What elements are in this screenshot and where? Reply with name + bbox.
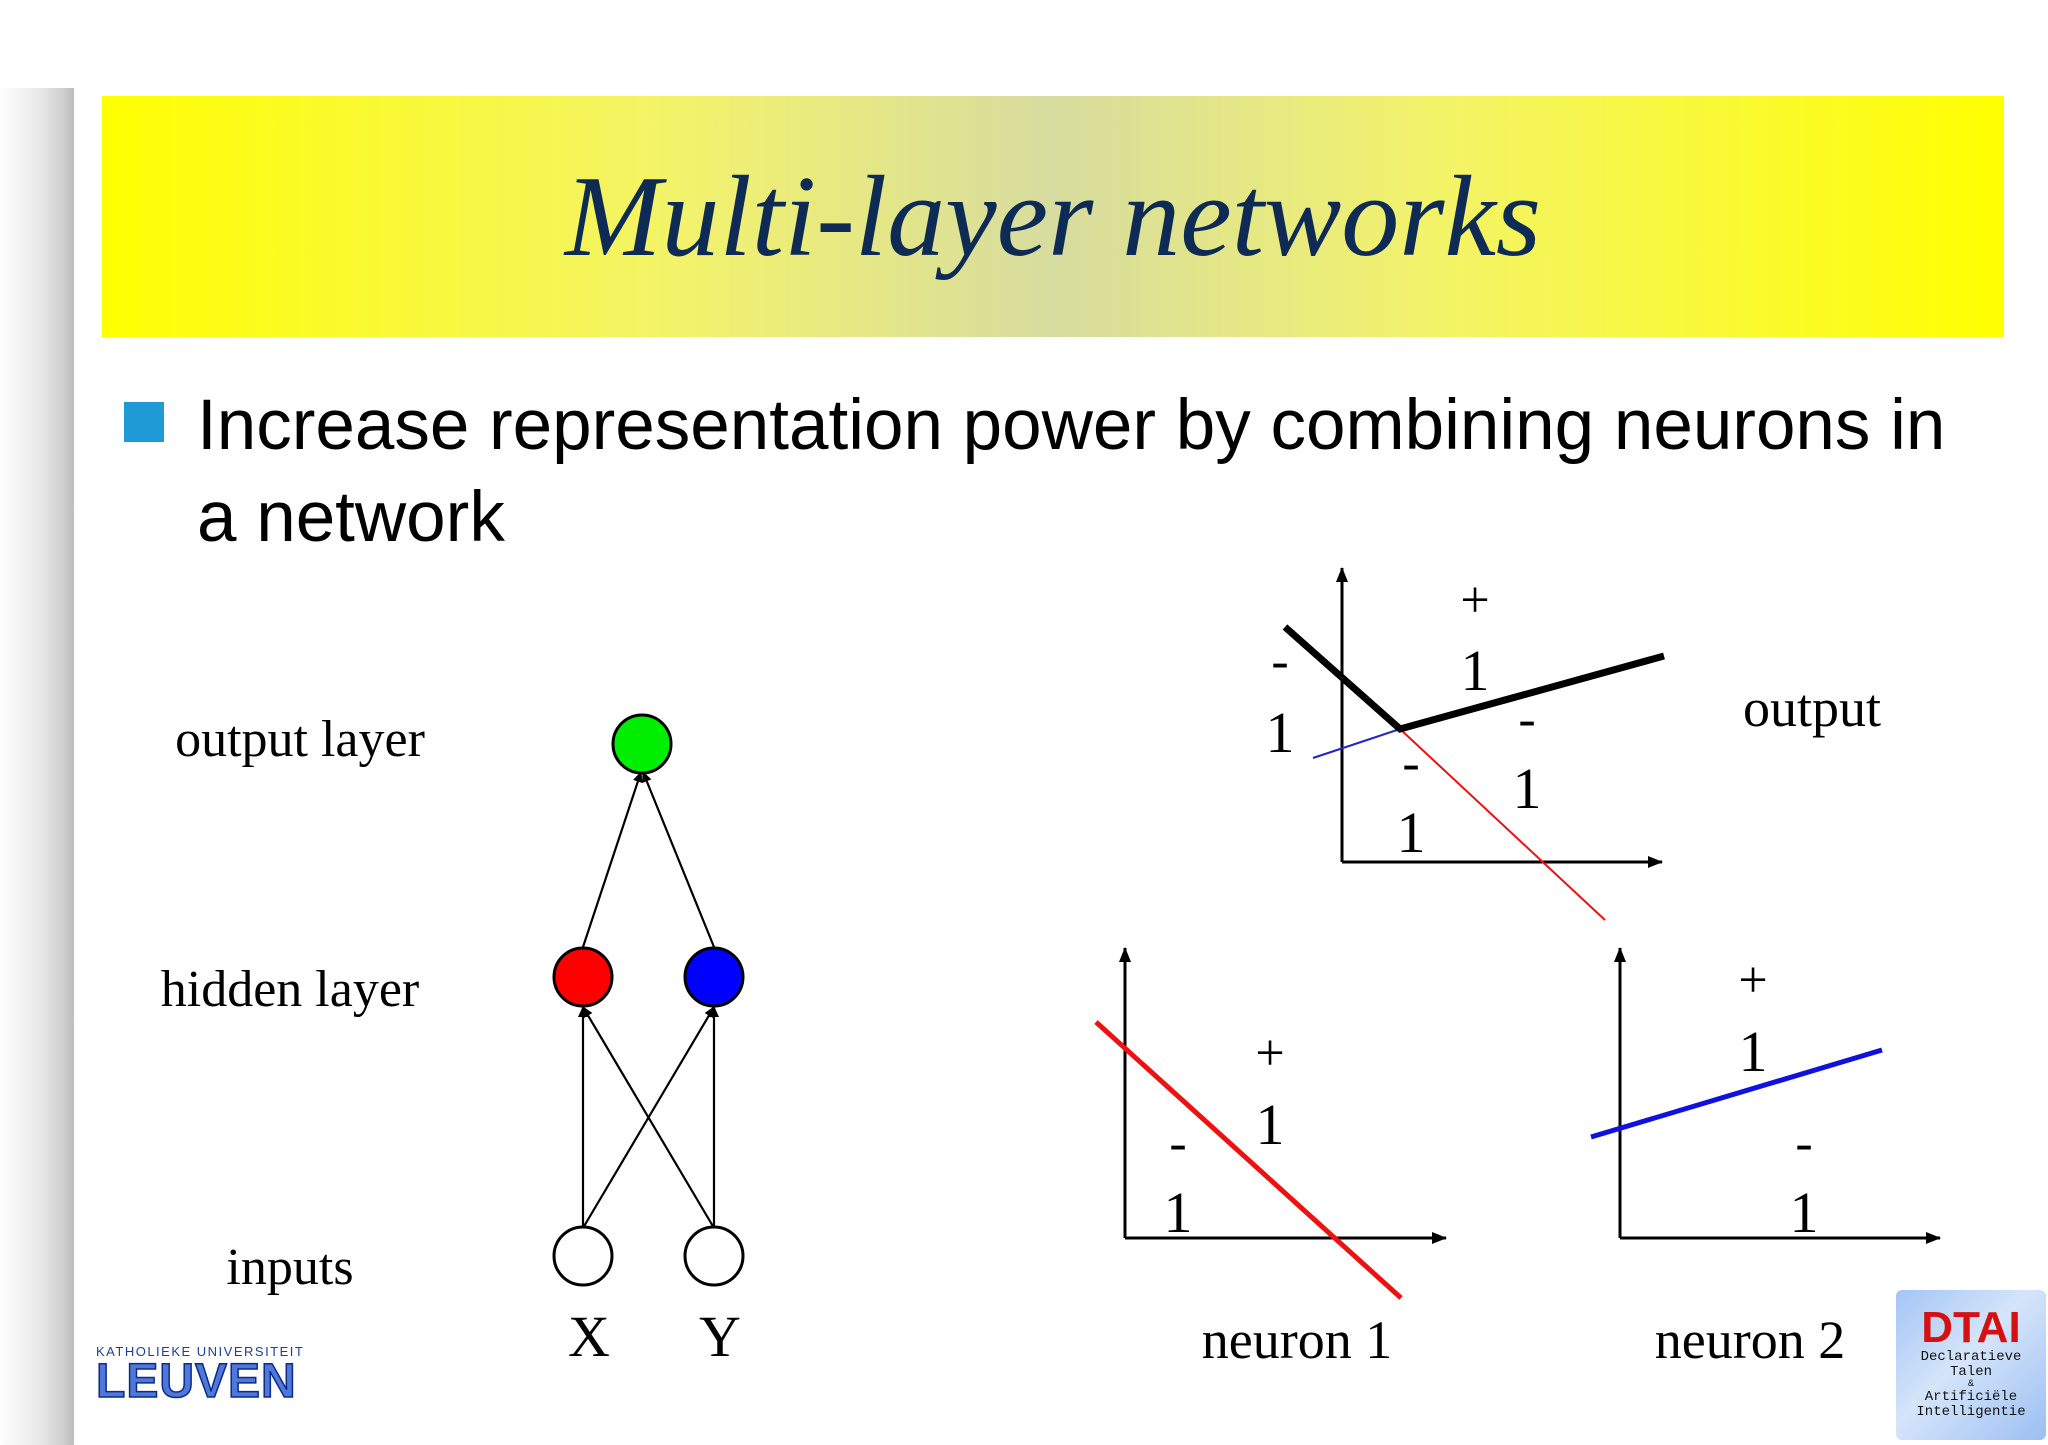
- input-node-x: [552, 1225, 614, 1287]
- neuron1-minus-digit: 1: [1164, 1180, 1193, 1245]
- output-plot: + 1 - 1 - 1 - 1 output: [1266, 567, 1881, 921]
- dtai-logo-line-2: Talen: [1949, 1364, 1992, 1380]
- output-right-minus-digit: 1: [1513, 756, 1542, 821]
- kuleuven-logo-small-text: KATHOLIEKE UNIVERSITEIT: [96, 1344, 305, 1359]
- dtai-logo-title: DTAI: [1921, 1303, 2021, 1352]
- neuron2-minus-sign: -: [1795, 1115, 1812, 1172]
- title-banner: Multi-layer networks: [102, 96, 2004, 337]
- network-edges: [578, 771, 719, 1229]
- output-layer-label: output layer: [175, 711, 425, 768]
- edge-y-to-h1: [582, 1006, 715, 1229]
- neuron1-minus-sign: -: [1169, 1115, 1186, 1172]
- neuron2-minus-digit: 1: [1790, 1180, 1819, 1245]
- dtai-logo: DTAI Declaratieve Talen & Artificiële In…: [1896, 1290, 2046, 1440]
- output-plus-digit: 1: [1461, 638, 1490, 703]
- output-red-boundary: [1399, 728, 1606, 921]
- hidden-node-1: [552, 946, 614, 1008]
- output-combined-boundary: [1282, 624, 1665, 733]
- output-left-minus-sign: -: [1271, 633, 1288, 690]
- neuron2-plus-digit: 1: [1739, 1019, 1768, 1084]
- input-node-y: [683, 1225, 745, 1287]
- dtai-logo-line-4: Intelligentie: [1916, 1404, 2026, 1420]
- output-caption: output: [1743, 678, 1881, 738]
- edge-h2-to-out: [641, 771, 716, 948]
- output-left-minus-digit: 1: [1266, 700, 1295, 765]
- neuron1-caption: neuron 1: [1202, 1310, 1392, 1370]
- output-low-minus-digit: 1: [1397, 800, 1426, 865]
- output-low-minus-sign: -: [1402, 735, 1419, 792]
- neuron2-caption: neuron 2: [1655, 1310, 1845, 1370]
- neuron2-blue-boundary: [1590, 1047, 1883, 1140]
- input-y-label: Y: [699, 1304, 741, 1369]
- output-plus-sign: +: [1460, 572, 1489, 629]
- output-node: [611, 713, 673, 775]
- kuleuven-logo: KATHOLIEKE UNIVERSITEIT LEUVEN: [95, 1344, 306, 1408]
- neuron2-plot: + 1 - 1 neuron 2: [1590, 947, 1941, 1370]
- inputs-label: inputs: [226, 1239, 353, 1296]
- hidden-layer-label: hidden layer: [161, 961, 419, 1018]
- output-blue-boundary: [1312, 728, 1401, 759]
- neuron1-plot: + 1 - 1 neuron 1: [1094, 947, 1447, 1370]
- edge-h1-to-out: [581, 771, 643, 948]
- dtai-logo-amp: &: [1967, 1379, 1974, 1390]
- output-right-minus-sign: -: [1518, 691, 1535, 748]
- neuron2-plus-sign: +: [1738, 952, 1767, 1009]
- dtai-logo-line-3: Artificiële: [1924, 1389, 2018, 1405]
- dtai-logo-line-1: Declaratieve: [1920, 1349, 2022, 1365]
- neuron1-red-boundary: [1094, 1020, 1403, 1300]
- neuron1-plus-sign: +: [1255, 1025, 1284, 1082]
- slide-title: Multi-layer networks: [564, 153, 1542, 281]
- kuleuven-logo-text: LEUVEN: [95, 1355, 297, 1408]
- neuron1-plus-digit: 1: [1256, 1092, 1285, 1157]
- input-x-label: X: [568, 1304, 610, 1369]
- slide-side-gradient: [0, 88, 74, 1445]
- bullet-text: Increase representation power by combini…: [197, 386, 1946, 557]
- hidden-node-2: [683, 946, 745, 1008]
- bullet-marker: [124, 402, 164, 442]
